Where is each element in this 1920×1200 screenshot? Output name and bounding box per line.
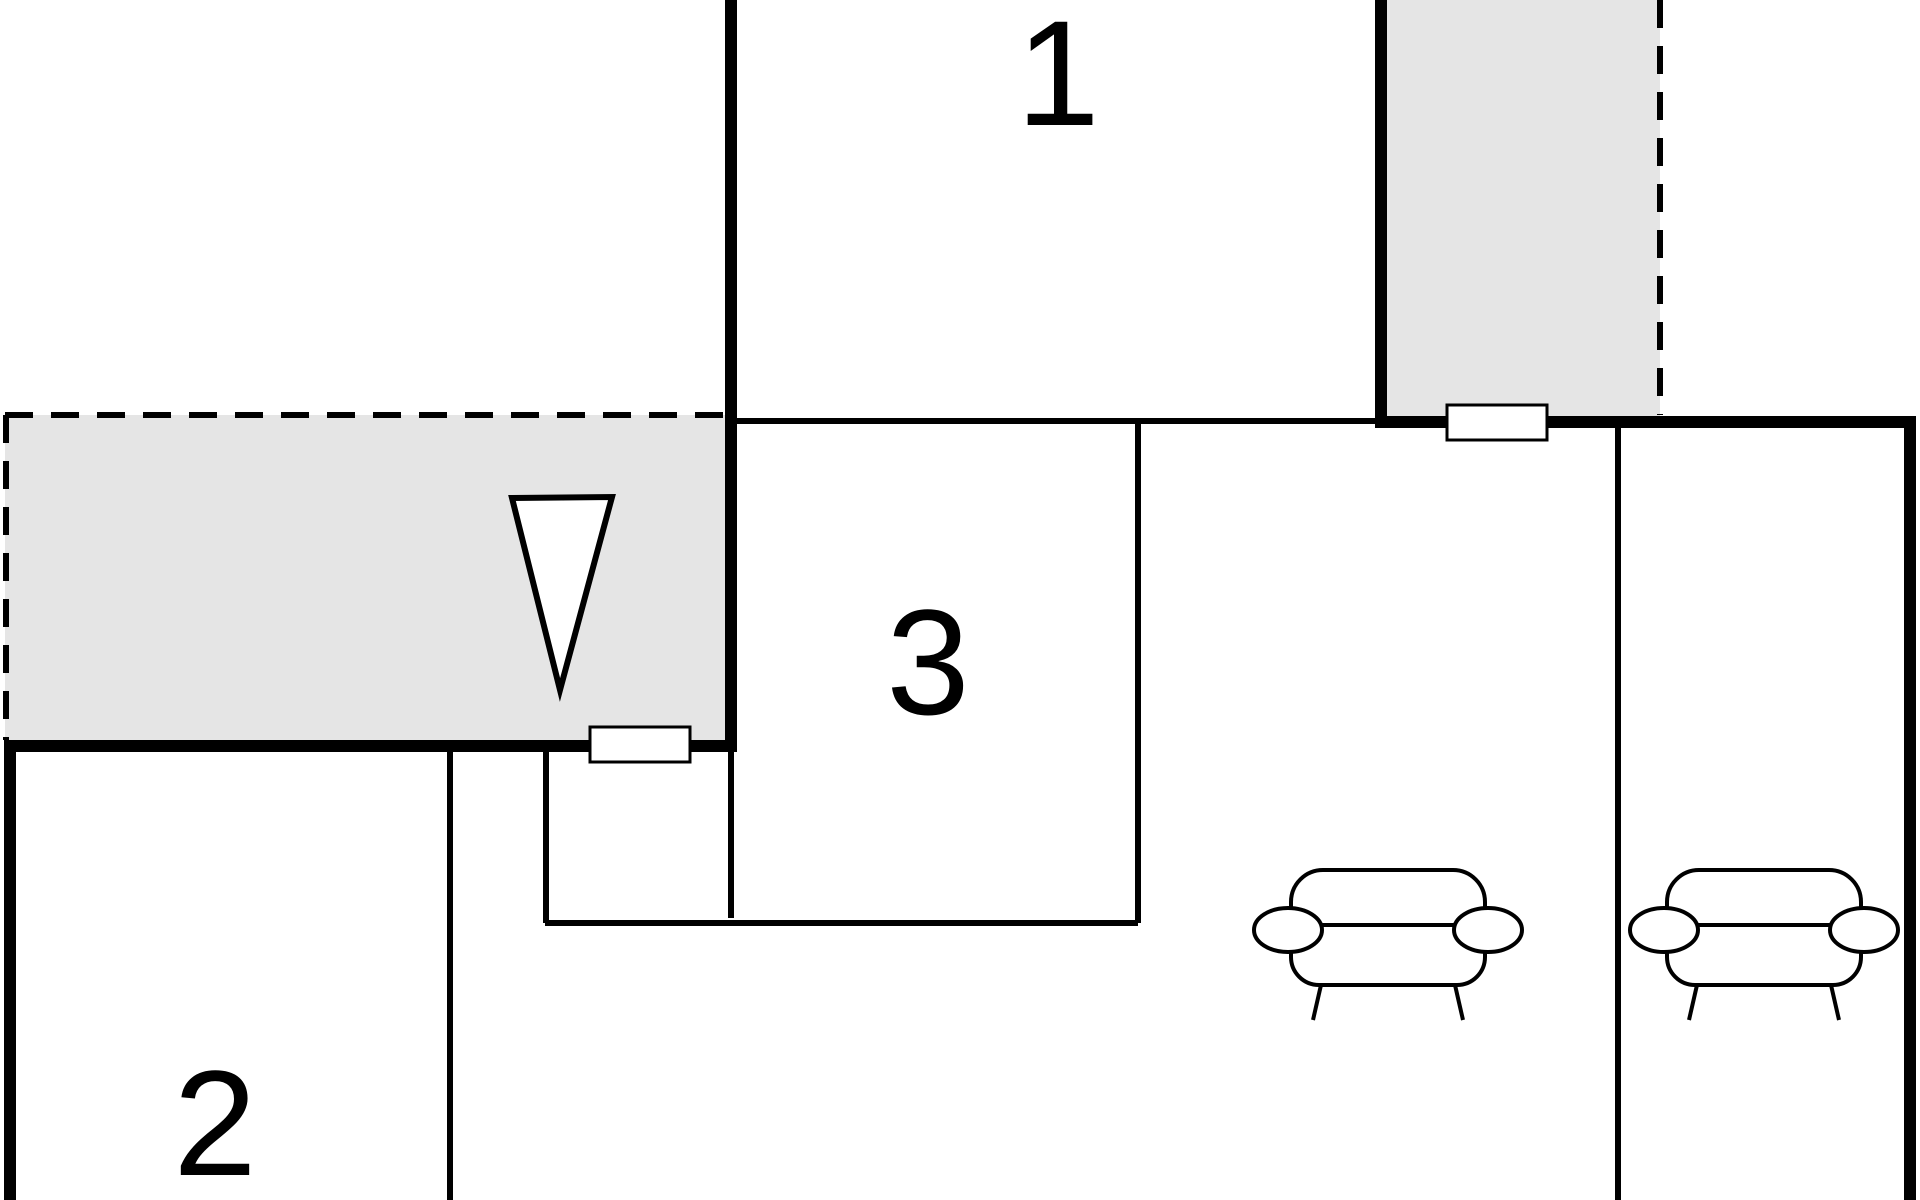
sofa-leg bbox=[1687, 984, 1699, 1021]
sofa-icon bbox=[1252, 868, 1524, 1021]
terrace-left bbox=[5, 415, 730, 740]
terrace-top-right bbox=[1385, 0, 1660, 420]
sofa-armrest bbox=[1452, 906, 1524, 954]
sofa-icon bbox=[1628, 868, 1900, 1021]
triangle-down-icon bbox=[508, 493, 616, 702]
window-icon bbox=[588, 725, 692, 764]
sofa-leg bbox=[1453, 984, 1465, 1021]
room-1-label: 1 bbox=[1016, 0, 1099, 157]
room-3-label: 3 bbox=[886, 578, 969, 746]
sofa-armrest bbox=[1252, 906, 1324, 954]
sofa-seat bbox=[1665, 923, 1863, 987]
terrace-dashed-outlines bbox=[3, 0, 1663, 740]
room-2-label: 2 bbox=[173, 1039, 256, 1200]
sofa-seat bbox=[1289, 923, 1487, 987]
window-icon bbox=[1445, 403, 1549, 442]
exterior-walls bbox=[4, 0, 1916, 1200]
sofa-leg bbox=[1311, 984, 1323, 1021]
sofa-leg bbox=[1829, 984, 1841, 1021]
sofa-armrest bbox=[1628, 906, 1700, 954]
interior-walls bbox=[447, 418, 1621, 1200]
sofa-armrest bbox=[1828, 906, 1900, 954]
